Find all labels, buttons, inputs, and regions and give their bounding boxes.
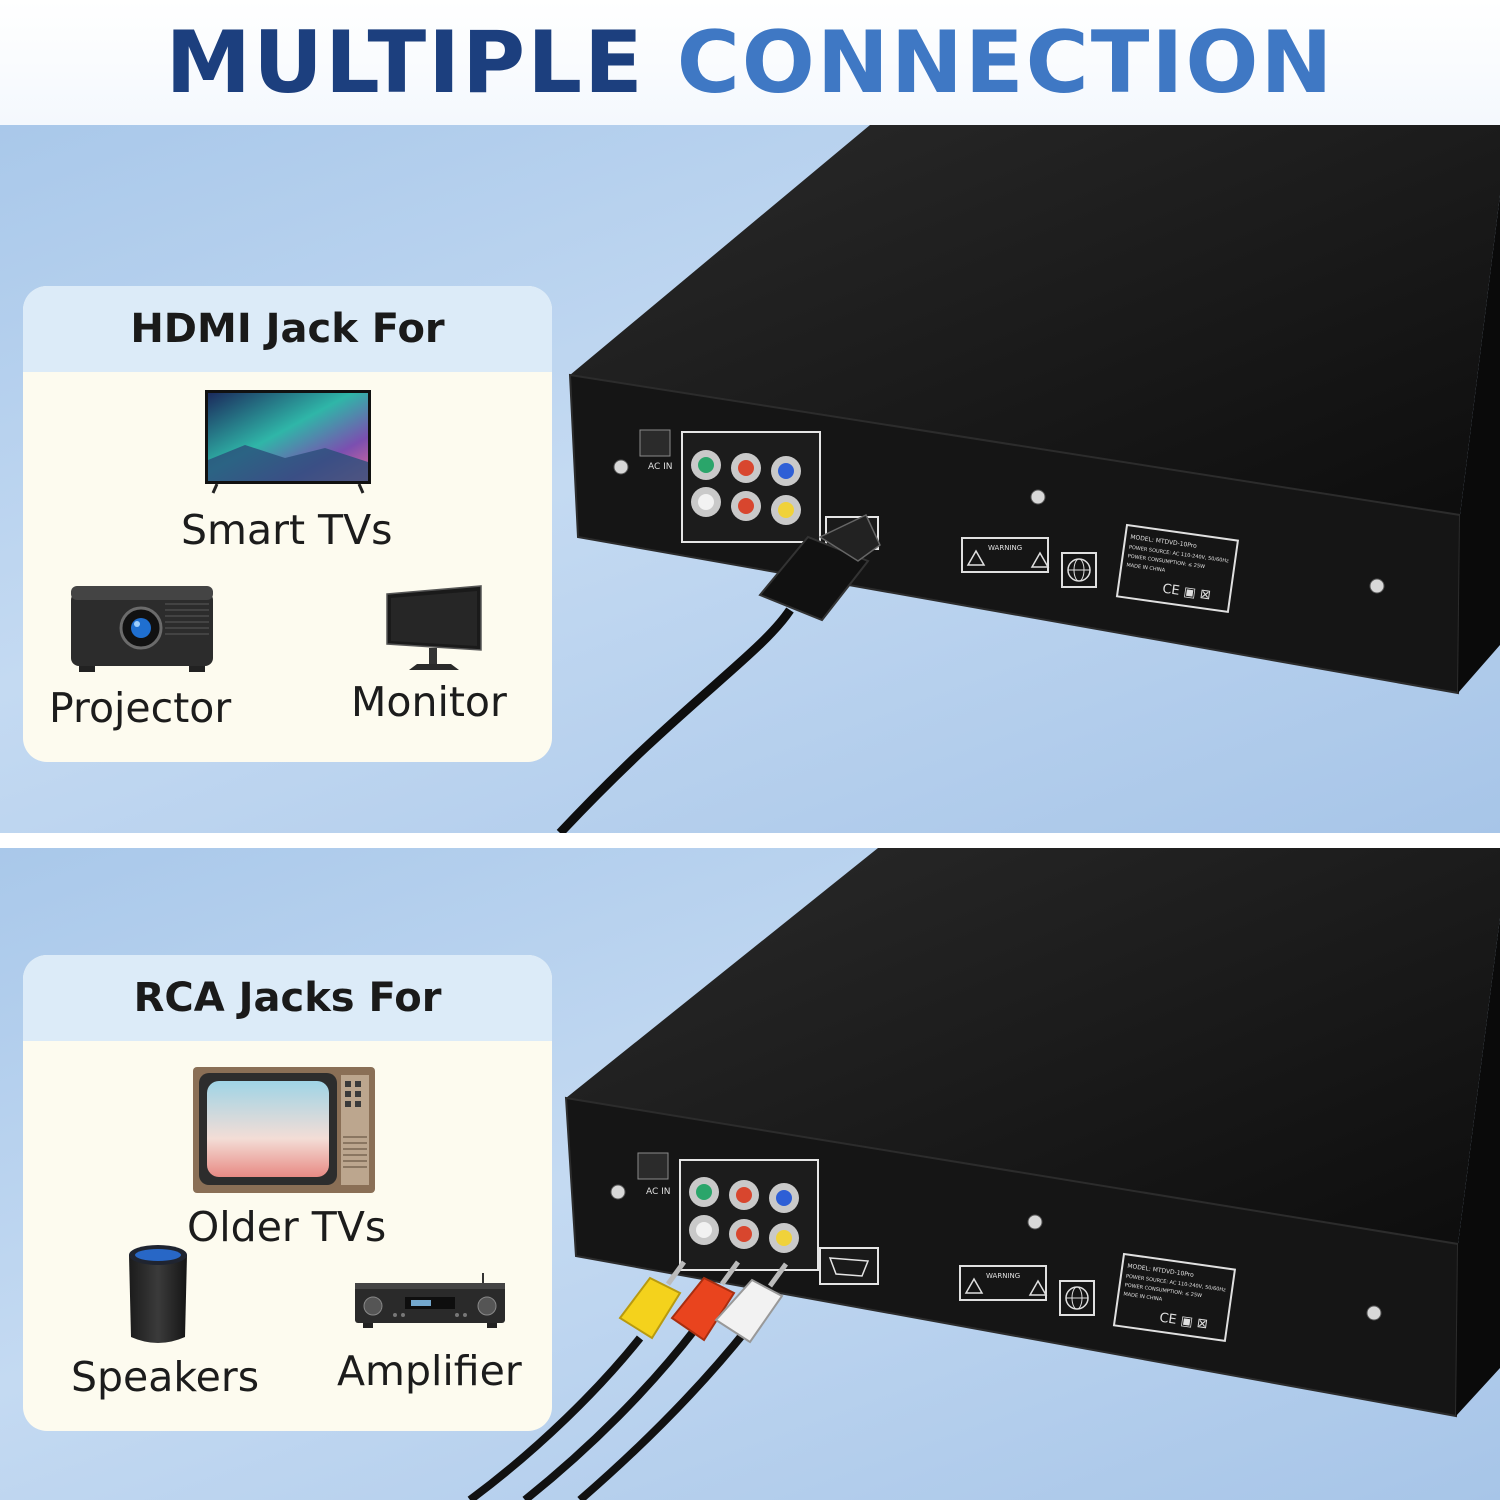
screw-icon — [613, 459, 629, 475]
warning-text: WARNING — [986, 1272, 1020, 1280]
page-title: MULTIPLE CONNECTION — [166, 20, 1335, 106]
red-rca-plug — [670, 1276, 736, 1342]
white-rca-plug — [714, 1278, 784, 1344]
hdmi-card: HDMI Jack For Smart TVs — [23, 286, 552, 762]
rca-jacks — [689, 1177, 799, 1253]
amplifier-label: Amplifier — [337, 1347, 522, 1395]
older-tvs-label: Older TVs — [187, 1203, 387, 1251]
spec-made-in: MADE IN CHINA — [1126, 562, 1166, 573]
monitor-icon — [386, 585, 482, 670]
rca-card-header: RCA Jacks For — [23, 955, 552, 1041]
region-globe-box — [1059, 1280, 1095, 1316]
title-part-1: MULTIPLE — [165, 12, 677, 113]
monitor-label: Monitor — [351, 678, 507, 726]
ac-in-label: AC IN — [648, 462, 673, 472]
spec-made-in: MADE IN CHINA — [1123, 1291, 1163, 1302]
rca-jack-panel — [681, 431, 821, 543]
hdmi-card-header: HDMI Jack For — [23, 286, 552, 372]
rca-cables — [467, 1260, 789, 1500]
projector-icon — [71, 586, 213, 672]
red-rca-cable — [522, 1325, 700, 1500]
rca-card: RCA Jacks For — [23, 955, 552, 1431]
speaker-icon — [129, 1245, 187, 1343]
rca-card-title: RCA Jacks For — [133, 975, 442, 1021]
warning-label-box — [959, 1265, 1047, 1301]
warning-label-box — [961, 537, 1049, 573]
speakers-label: Speakers — [71, 1353, 260, 1401]
rca-section: AC IN WARNING MODEL: MTDVD-10Pro POWER S… — [0, 848, 1500, 1500]
rca-jacks — [691, 450, 801, 525]
spec-marks: CE ▣ ⊠ — [1161, 582, 1211, 604]
smart-tv-icon — [205, 390, 371, 494]
player-top-surface — [566, 848, 1500, 1244]
ac-in-label: AC IN — [646, 1187, 671, 1197]
crt-tv-icon — [193, 1067, 375, 1193]
screw-icon — [1369, 578, 1385, 594]
section-divider — [0, 833, 1500, 848]
projector-label: Projector — [49, 684, 232, 732]
yellow-rca-plug — [618, 1276, 682, 1340]
smart-tvs-label: Smart TVs — [181, 506, 393, 554]
hdmi-cable — [556, 607, 794, 833]
screw-icon — [1030, 489, 1046, 505]
player-right-side — [1456, 918, 1500, 1416]
amplifier-icon — [355, 1273, 505, 1328]
player-top-surface — [570, 125, 1500, 515]
header-banner: MULTIPLE CONNECTION — [0, 0, 1500, 125]
hdmi-card-title: HDMI Jack For — [130, 306, 445, 352]
player-right-side — [1458, 195, 1500, 693]
spec-marks: CE ▣ ⊠ — [1158, 1311, 1208, 1333]
rca-player-illustration: AC IN WARNING MODEL: MTDVD-10Pro POWER S… — [467, 848, 1500, 1500]
hdmi-port — [819, 1247, 879, 1285]
screw-icon — [1027, 1214, 1043, 1230]
yellow-rca-cable — [467, 1335, 644, 1500]
screw-icon — [1366, 1305, 1382, 1321]
hdmi-player-illustration: AC IN WARNING MODEL: MTDVD-10Pro POWER S… — [556, 125, 1500, 833]
ac-in-socket — [637, 1152, 669, 1180]
title-part-2: CONNECTION — [676, 12, 1335, 113]
rca-jack-panel — [679, 1159, 819, 1271]
white-rca-cable — [577, 1325, 752, 1500]
warning-text: WARNING — [988, 544, 1022, 552]
ac-in-socket — [639, 429, 671, 457]
hdmi-section: AC IN WARNING MODEL: MTDVD-10Pro POWER S… — [0, 125, 1500, 833]
screw-icon — [610, 1184, 626, 1200]
hdmi-plug — [758, 535, 870, 622]
region-globe-box — [1061, 552, 1097, 588]
